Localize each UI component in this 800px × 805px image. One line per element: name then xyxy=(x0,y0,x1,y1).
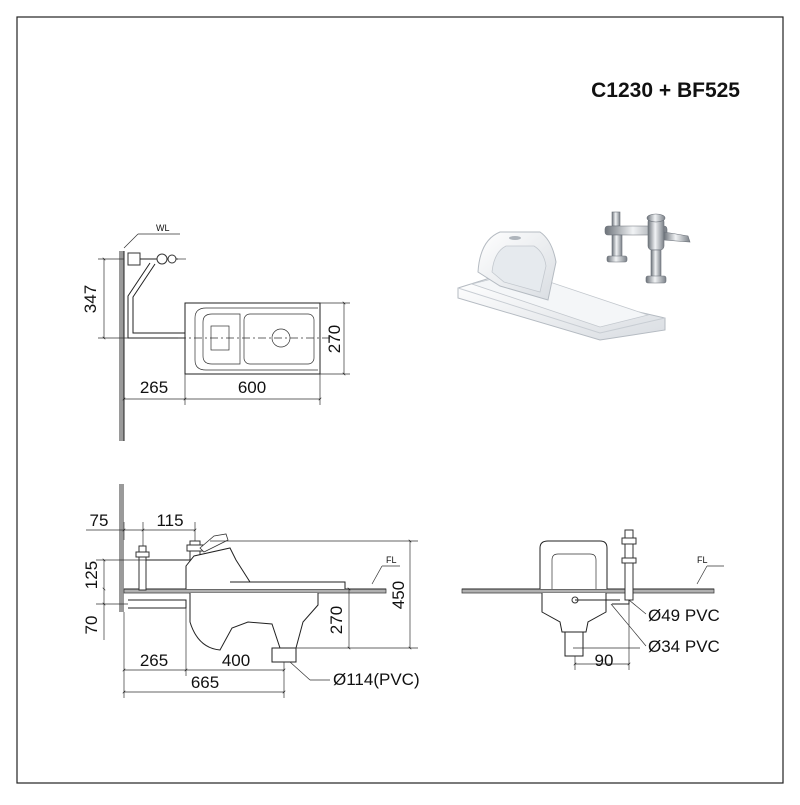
dim-450: 450 xyxy=(389,581,408,609)
flush-valve-plan xyxy=(127,252,186,339)
pipe49-label: Ø49 PVC xyxy=(648,606,720,625)
outlet-pipe xyxy=(271,647,297,663)
fl-label-front: FL xyxy=(697,555,708,565)
dim-70: 70 xyxy=(82,616,101,635)
sheet-frame xyxy=(16,16,784,784)
squat-toilet-illustration xyxy=(457,231,666,341)
front-view: FL Ø49 PVC Ø34 PVC 90 xyxy=(461,529,724,670)
plan-wall xyxy=(119,251,124,441)
outlet-label: Ø114(PVC) xyxy=(333,670,420,689)
squat-pan-side xyxy=(185,540,346,663)
dim-265-side: 265 xyxy=(140,651,168,670)
pipe49-leader xyxy=(628,599,647,615)
flush-pipe-side xyxy=(128,599,187,609)
dim-270-side: 270 xyxy=(327,606,346,634)
model-title: C1230 + BF525 xyxy=(591,79,740,102)
dim-75: 75 xyxy=(90,511,109,530)
dim-400: 400 xyxy=(222,651,250,670)
dim-600: 600 xyxy=(238,378,266,397)
squat-pan-plan xyxy=(178,302,330,375)
dim-270-plan: 270 xyxy=(325,325,344,353)
side-view: FL 75 115 xyxy=(82,484,420,698)
dim-347: 347 xyxy=(81,285,100,313)
dim-265-plan: 265 xyxy=(140,378,168,397)
dim-90: 90 xyxy=(595,651,614,670)
dim-125: 125 xyxy=(82,561,101,589)
wl-leader xyxy=(123,233,139,249)
wl-label: WL xyxy=(156,223,170,233)
side-wall xyxy=(119,484,124,612)
front-floor xyxy=(461,588,715,594)
dim-665: 665 xyxy=(191,673,219,692)
pipe34-leader xyxy=(610,603,647,647)
squat-pan-front xyxy=(539,540,640,657)
flush-valve-illustration xyxy=(604,211,691,284)
dim-115: 115 xyxy=(156,511,183,530)
outlet-leader xyxy=(289,661,311,681)
pipe34-label: Ø34 PVC xyxy=(648,637,720,656)
fl-label-side: FL xyxy=(386,555,397,565)
side-floor xyxy=(123,588,387,594)
plan-view: WL 347 270 xyxy=(81,223,350,441)
